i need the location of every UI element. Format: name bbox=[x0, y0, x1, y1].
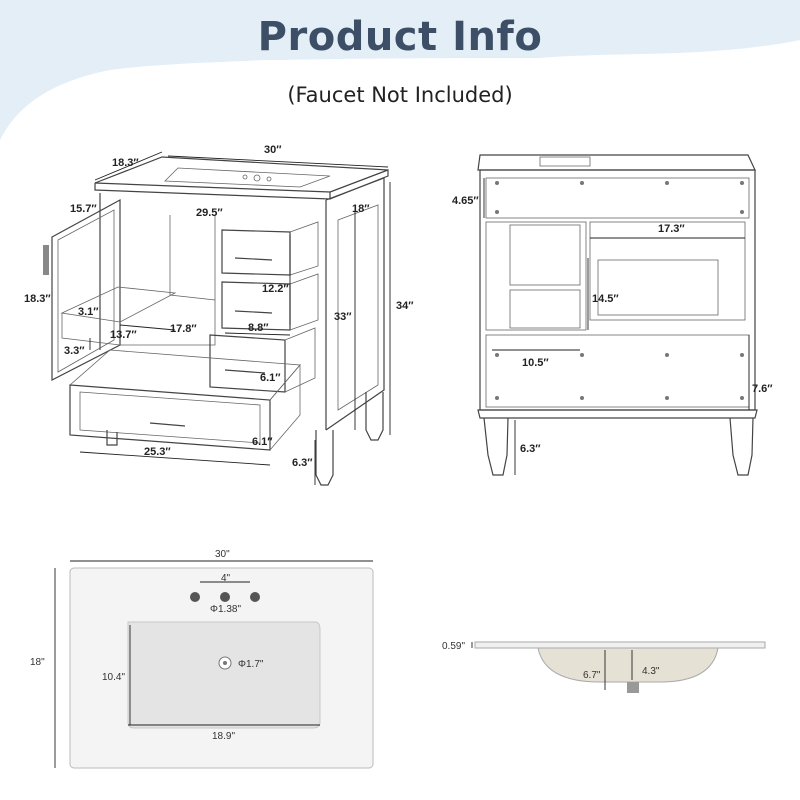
page-subtitle: (Faucet Not Included) bbox=[287, 83, 513, 107]
back-view-diagram bbox=[477, 154, 758, 476]
door-depth-label: 15.7″ bbox=[70, 203, 97, 215]
drain-depth-label: 4.3" bbox=[642, 666, 660, 677]
shelf-height-label: 3.1″ bbox=[78, 306, 99, 318]
cabinet-height-label: 33″ bbox=[334, 311, 352, 323]
middle-drawer-height-label: 6.1″ bbox=[260, 372, 281, 384]
front-width-label: 30″ bbox=[264, 144, 282, 156]
bottom-drawer-width-label: 25.3″ bbox=[144, 446, 171, 458]
faucet-hole-label: Φ1.38" bbox=[210, 604, 241, 615]
front-inner-width-label: 29.5″ bbox=[196, 207, 223, 219]
sink-width-label: 30" bbox=[215, 549, 230, 560]
sink-thickness-label: 0.59" bbox=[442, 641, 465, 652]
faucet-spacing-label: 4" bbox=[221, 573, 231, 584]
front-depth-top-label: 18.3″ bbox=[112, 157, 139, 169]
upper-drawer-width-label: 8.8″ bbox=[248, 322, 269, 334]
sink-top-diagram bbox=[54, 560, 374, 769]
shelf-gap-label: 3.3″ bbox=[64, 345, 85, 357]
basin-width-label: 18.9" bbox=[212, 731, 235, 742]
front-leg-height-label: 6.3″ bbox=[292, 457, 313, 469]
bottom-drawer-height-label: 6.1″ bbox=[252, 436, 273, 448]
bowl-depth-label: 6.7" bbox=[583, 670, 601, 681]
upper-drawer-height-label: 12.2″ bbox=[262, 283, 289, 295]
sink-depth-label: 18" bbox=[30, 657, 45, 668]
back-leg-height-label: 6.3″ bbox=[520, 443, 541, 455]
drain-hole-label: Φ1.7" bbox=[238, 659, 264, 670]
back-inner-width-label: 10.5″ bbox=[522, 357, 549, 369]
back-opening-height-label: 14.5″ bbox=[592, 293, 619, 305]
sink-side-diagram bbox=[471, 641, 766, 693]
shelf-depth-label: 17.8″ bbox=[170, 323, 197, 335]
back-top-panel-label: 4.65″ bbox=[452, 195, 479, 207]
basin-depth-label: 10.4" bbox=[102, 672, 125, 683]
shelf-width-label: 13.7″ bbox=[110, 329, 137, 341]
back-opening-width-label: 17.3″ bbox=[658, 223, 685, 235]
page-title: Product Info bbox=[257, 14, 543, 60]
back-base-height-label: 7.6″ bbox=[752, 383, 773, 395]
front-depth-side-label: 18″ bbox=[352, 203, 370, 215]
door-height-label: 18.3″ bbox=[24, 293, 51, 305]
total-height-label: 34″ bbox=[396, 300, 414, 312]
header-background bbox=[0, 0, 800, 140]
front-view-diagram bbox=[43, 151, 391, 486]
